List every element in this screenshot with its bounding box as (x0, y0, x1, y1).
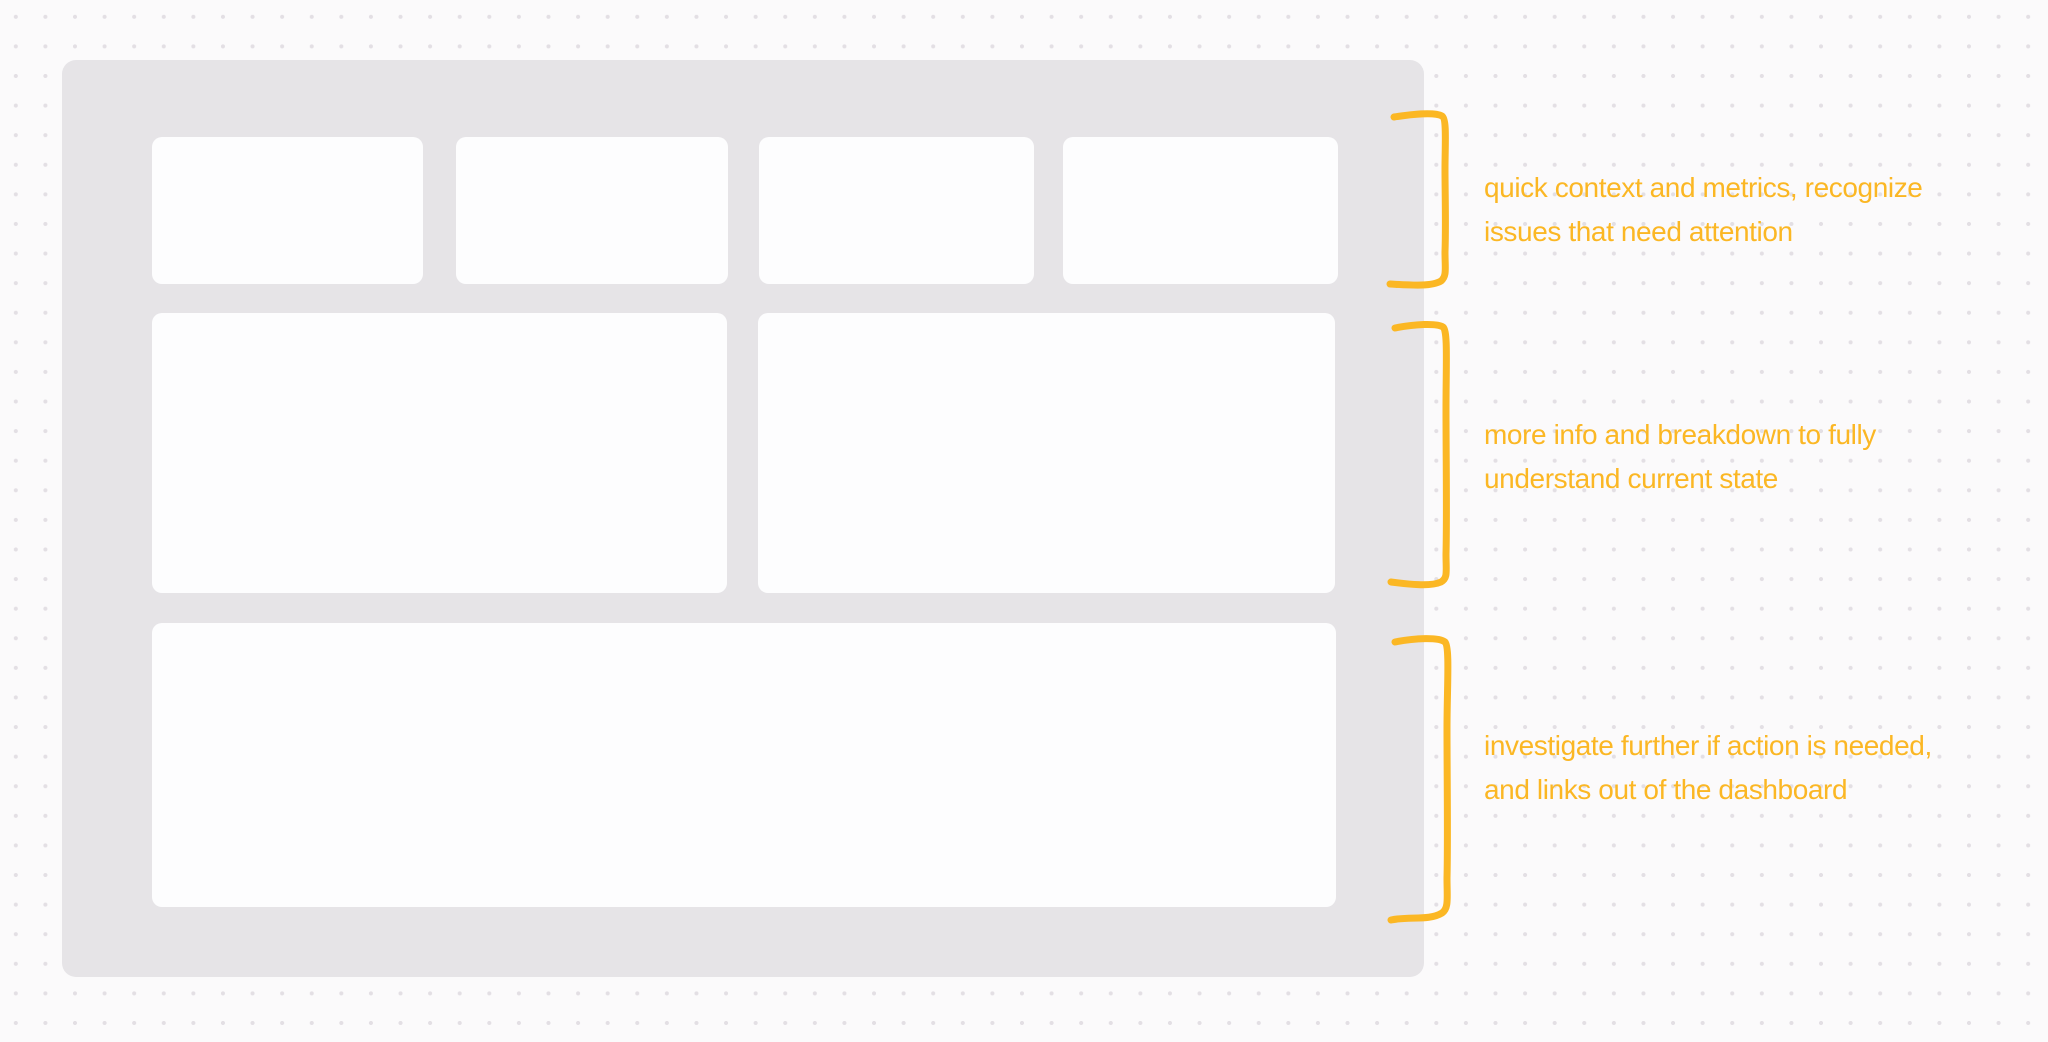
breakdown-card-placeholder-right[interactable] (758, 313, 1335, 593)
annotation-bottom-row[interactable]: investigate further if action is needed,… (1484, 724, 1932, 812)
metric-card-placeholder-3[interactable] (759, 137, 1034, 284)
annotation-middle-row[interactable]: more info and breakdown to fully underst… (1484, 413, 1876, 501)
dashboard-frame[interactable] (62, 60, 1424, 977)
bracket-middle-row-icon[interactable] (1385, 314, 1460, 590)
bracket-top-row-icon[interactable] (1385, 104, 1460, 296)
metric-card-placeholder-4[interactable] (1063, 137, 1338, 284)
annotation-line: more info and breakdown to fully (1484, 419, 1876, 450)
breakdown-card-placeholder-left[interactable] (152, 313, 727, 593)
metric-card-placeholder-2[interactable] (456, 137, 728, 284)
detail-card-placeholder[interactable] (152, 623, 1336, 907)
annotation-line: investigate further if action is needed, (1484, 730, 1932, 761)
metric-card-placeholder-1[interactable] (152, 137, 423, 284)
annotation-line: issues that need attention (1484, 216, 1793, 247)
annotation-top-row[interactable]: quick context and metrics, recognize iss… (1484, 166, 1923, 254)
annotation-line: and links out of the dashboard (1484, 774, 1848, 805)
annotation-line: understand current state (1484, 463, 1778, 494)
annotation-line: quick context and metrics, recognize (1484, 172, 1923, 203)
bracket-bottom-row-icon[interactable] (1383, 628, 1463, 933)
